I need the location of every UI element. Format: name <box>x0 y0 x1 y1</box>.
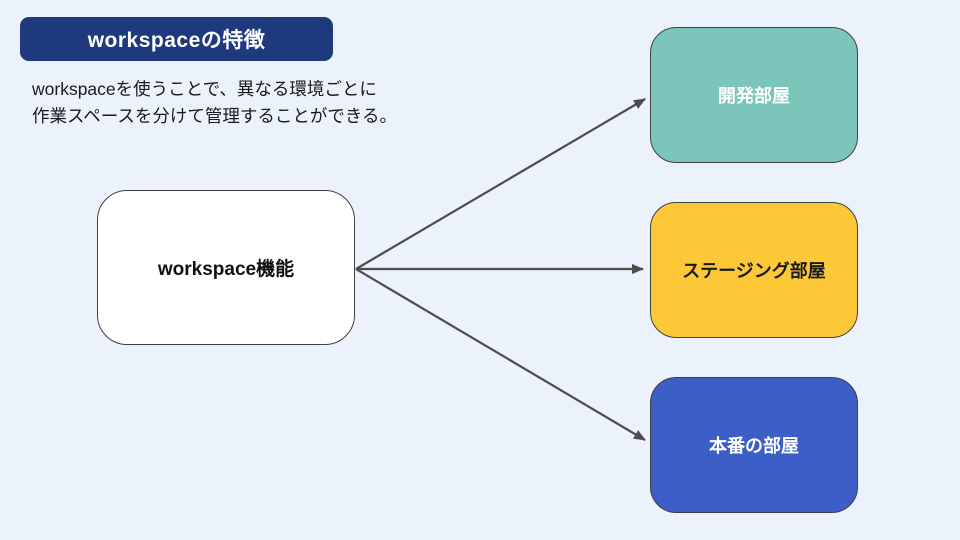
node-dev-room: 開発部屋 <box>650 27 858 163</box>
node-label: ステージング部屋 <box>682 261 826 281</box>
node-production-room: 本番の部屋 <box>650 377 858 513</box>
title-badge: workspaceの特徴 <box>20 17 333 61</box>
arrow-to-production <box>355 268 646 441</box>
node-label: workspace機能 <box>157 259 295 280</box>
node-label: 開発部屋 <box>718 86 790 106</box>
node-workspace-feature: workspace機能 <box>97 190 355 345</box>
description-line: 作業スペースを分けて管理することができる。 <box>32 106 398 126</box>
node-staging-room: ステージング部屋 <box>650 202 858 338</box>
slide-description: workspaceを使うことで、異なる環境ごとに 作業スペースを分けて管理するこ… <box>32 76 397 130</box>
slide-title: workspaceの特徴 <box>87 29 266 52</box>
arrow-to-dev <box>355 98 646 270</box>
description-line: workspaceを使うことで、異なる環境ごとに <box>32 79 377 99</box>
node-label: 本番の部屋 <box>709 436 799 456</box>
